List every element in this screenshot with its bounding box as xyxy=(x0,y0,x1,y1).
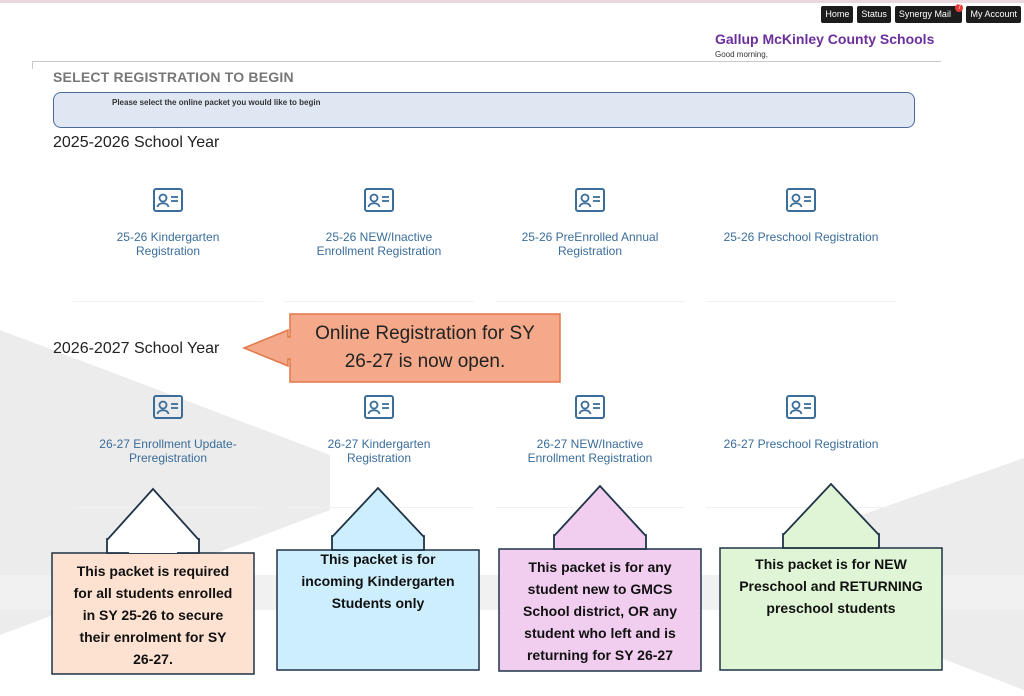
callout-text: Online Registration for SY 26-27 is now … xyxy=(290,313,560,383)
id-card-icon xyxy=(153,188,183,212)
packet-label-line2: Preregistration xyxy=(128,451,208,465)
callout-line1: Online Registration for SY xyxy=(315,323,535,344)
mail-count-badge: 7 xyxy=(955,4,964,12)
packet-label-line1: 25-26 Preschool Registration xyxy=(723,230,879,244)
packet-label-line1: 25-26 Kindergarten xyxy=(116,230,220,244)
page-title: SELECT REGISTRATION TO BEGIN xyxy=(53,69,294,85)
up-arrow-shape xyxy=(719,483,943,671)
packet-label-line1: 26-27 Enrollment Update- xyxy=(99,437,237,451)
status-button[interactable]: Status xyxy=(857,6,891,23)
id-card-icon xyxy=(153,395,183,419)
packet-label-line2: Registration xyxy=(135,244,201,258)
callout-line2: 26-27 is now open. xyxy=(344,351,506,372)
card-divider xyxy=(706,507,896,508)
note-line: incoming Kindergarten xyxy=(301,573,455,589)
my-account-button[interactable]: My Account xyxy=(966,6,1021,23)
top-nav: Home Status Synergy Mail 7 My Account xyxy=(821,4,1021,23)
school-name: Gallup McKinley County Schools xyxy=(715,31,935,47)
packet-25-26-preschool[interactable]: 25-26 Preschool Registration xyxy=(703,188,899,244)
top-border xyxy=(0,0,1024,3)
packet-label-line1: 26-27 Preschool Registration xyxy=(723,437,879,451)
card-divider xyxy=(284,301,474,302)
note-line: Preschool and RETURNING xyxy=(739,578,923,594)
packet-26-27-enrollment-update[interactable]: 26-27 Enrollment Update- Preregistration xyxy=(70,395,266,465)
year-heading-2025-2026: 2025-2026 School Year xyxy=(53,134,220,151)
header-divider-edge xyxy=(32,61,33,69)
packet-26-27-new-inactive[interactable]: 26-27 NEW/Inactive Enrollment Registrati… xyxy=(492,395,688,465)
note-line: student new to GMCS xyxy=(527,581,673,597)
card-divider xyxy=(706,301,896,302)
note-line: preschool students xyxy=(766,600,896,616)
packet-label-line2: Registration xyxy=(346,451,412,465)
synergy-mail-label: Synergy Mail xyxy=(898,9,951,19)
year-heading-2026-2027: 2026-2027 School Year xyxy=(53,340,220,357)
up-arrow-shape xyxy=(276,487,480,671)
packet-label-line1: 25-26 NEW/Inactive xyxy=(325,230,433,244)
note-line: in SY 25-26 to secure xyxy=(82,606,224,623)
greeting-text: Good morning, xyxy=(715,50,768,59)
instruction-box: Please select the online packet you woul… xyxy=(53,92,915,128)
packet-label-line1: 26-27 Kindergarten xyxy=(327,437,431,451)
home-button[interactable]: Home xyxy=(821,6,854,23)
packet-label-line2: Registration xyxy=(557,244,623,258)
note-line: Students only xyxy=(331,595,425,611)
note-line: This packet is for any xyxy=(528,559,672,575)
id-card-icon xyxy=(364,395,394,419)
note-line: for all students enrolled xyxy=(73,584,233,601)
id-card-icon xyxy=(575,395,605,419)
synergy-mail-button[interactable]: Synergy Mail 7 xyxy=(894,4,964,23)
packet-25-26-preenrolled-annual[interactable]: 25-26 PreEnrolled Annual Registration xyxy=(492,188,688,258)
packet-25-26-new-inactive[interactable]: 25-26 NEW/Inactive Enrollment Registrati… xyxy=(281,188,477,258)
note-text: This packet is required for all students… xyxy=(54,557,252,672)
note-line: School district, OR any xyxy=(522,603,678,619)
left-arrow-callout-shape xyxy=(242,313,561,383)
packet-label-line2: Enrollment Registration xyxy=(316,244,442,258)
id-card-icon xyxy=(786,188,816,212)
packet-label-line1: 25-26 PreEnrolled Annual xyxy=(521,230,659,244)
note-line: their enrolment for SY xyxy=(79,628,227,645)
packet-25-26-kindergarten[interactable]: 25-26 Kindergarten Registration xyxy=(70,188,266,258)
note-kindergarten: This packet is for incoming Kindergarten… xyxy=(275,487,481,672)
card-divider xyxy=(73,301,263,302)
instruction-text: Please select the online packet you woul… xyxy=(112,98,321,107)
id-card-icon xyxy=(786,395,816,419)
up-arrow-shape xyxy=(498,485,702,672)
note-preschool: This packet is for NEW Preschool and RET… xyxy=(718,483,944,672)
note-line: This packet is for xyxy=(320,551,436,567)
id-card-icon xyxy=(575,188,605,212)
card-divider xyxy=(495,301,685,302)
note-new-inactive: This packet is for any student new to GM… xyxy=(497,485,703,673)
note-enrollment-update: This packet is required for all students… xyxy=(50,487,256,676)
note-line: This packet is for NEW xyxy=(755,556,907,572)
note-text: This packet is for incoming Kindergarten… xyxy=(279,551,477,611)
up-arrow-shape xyxy=(51,487,255,675)
packet-26-27-kindergarten[interactable]: 26-27 Kindergarten Registration xyxy=(281,395,477,465)
header-divider xyxy=(32,61,941,62)
note-text: This packet is for NEW Preschool and RET… xyxy=(722,553,940,619)
packet-26-27-preschool[interactable]: 26-27 Preschool Registration xyxy=(703,395,899,451)
note-line: returning for SY 26-27 xyxy=(526,647,673,663)
note-line: 26-27. xyxy=(133,650,173,667)
open-registration-callout: Online Registration for SY 26-27 is now … xyxy=(242,313,562,383)
packet-label-line1: 26-27 NEW/Inactive xyxy=(536,437,644,451)
id-card-icon xyxy=(364,188,394,212)
note-line: student who left and is xyxy=(524,625,676,641)
note-text: This packet is for any student new to GM… xyxy=(501,553,699,669)
note-line: This packet is required xyxy=(76,562,230,579)
packet-label-line2: Enrollment Registration xyxy=(527,451,653,465)
